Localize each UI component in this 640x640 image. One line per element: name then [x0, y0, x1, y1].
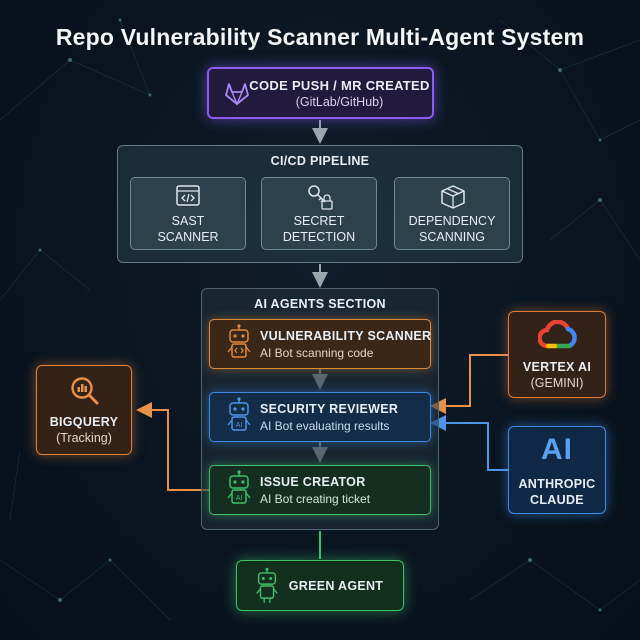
arrow-issue-to-bigquery [136, 402, 216, 491]
code-window-icon [176, 185, 200, 206]
agent-description: AI Bot creating ticket [260, 492, 371, 506]
bigquery-node: BIGQUERY (Tracking) [36, 365, 132, 455]
package-box-icon [441, 185, 465, 209]
tool-label-line1: SECRET [293, 214, 345, 228]
vertex-ai-node: VERTEX AI (GEMINI) [508, 311, 606, 398]
ai-agents-section: AI AGENTS SECTION VULNERABILITY SCANNER … [201, 288, 439, 530]
trigger-source: (GitLab/GitHub) [295, 95, 384, 109]
bigquery-label: BIGQUERY [49, 415, 119, 429]
vertex-label: VERTEX AI [522, 360, 592, 374]
magnifier-chart-icon [71, 377, 99, 405]
tool-label-line2: SCANNER [157, 230, 219, 244]
bigquery-sublabel: (Tracking) [56, 431, 112, 445]
tool-label-line1: SAST [171, 214, 205, 228]
svg-text:AI: AI [236, 422, 243, 429]
agent-name: ISSUE CREATOR [260, 475, 366, 489]
diagram-title: Repo Vulnerability Scanner Multi-Agent S… [55, 24, 585, 50]
tool-label-line2: DETECTION [282, 230, 356, 244]
svg-text:AI: AI [236, 495, 243, 502]
anthropic-logo: AI [541, 433, 573, 466]
google-cloud-icon [538, 320, 577, 349]
code-push-node: CODE PUSH / MR CREATED (GitLab/GitHub) [207, 67, 434, 119]
agent-name: SECURITY REVIEWER [260, 402, 399, 416]
agent-description: AI Bot evaluating results [260, 419, 390, 433]
dependency-scanning-node: DEPENDENCY SCANNING [394, 177, 510, 250]
vertex-sublabel: (GEMINI) [530, 376, 584, 390]
robot-icon: AI [227, 470, 251, 504]
gitlab-icon [225, 83, 249, 106]
trigger-label: CODE PUSH / MR CREATED [249, 78, 430, 93]
robot-icon [256, 567, 278, 603]
key-lock-icon [308, 185, 333, 210]
robot-icon [227, 324, 251, 358]
security-reviewer-agent: AI SECURITY REVIEWER AI Bot evaluating r… [209, 392, 431, 442]
anthropic-label: ANTHROPIC [518, 477, 596, 491]
pipeline-title: CI/CD PIPELINE [270, 154, 370, 168]
tool-label-line1: DEPENDENCY [408, 214, 496, 228]
arrow-anthropic-to-reviewer [430, 415, 508, 471]
sast-scanner-node: SAST SCANNER [130, 177, 246, 250]
anthropic-sublabel: CLAUDE [530, 493, 584, 507]
anthropic-claude-node: AI ANTHROPIC CLAUDE [508, 426, 606, 514]
green-agent-node: GREEN AGENT [236, 560, 404, 611]
agent-description: AI Bot scanning code [260, 346, 374, 360]
secret-detection-node: SECRET DETECTION [261, 177, 377, 250]
green-agent-label: GREEN AGENT [288, 579, 384, 593]
vulnerability-scanner-agent: VULNERABILITY SCANNER AI Bot scanning co… [209, 319, 431, 369]
robot-icon: AI [227, 397, 251, 431]
issue-creator-agent: AI ISSUE CREATOR AI Bot creating ticket [209, 465, 431, 515]
tool-label-line2: SCANNING [419, 230, 485, 244]
ci-cd-pipeline-group: CI/CD PIPELINE SAST SCANNER SECRET DETEC… [117, 145, 523, 263]
arrow-vertex-to-reviewer [430, 354, 508, 414]
agents-section-title: AI AGENTS SECTION [254, 297, 386, 311]
agent-name: VULNERABILITY SCANNER [260, 329, 432, 343]
